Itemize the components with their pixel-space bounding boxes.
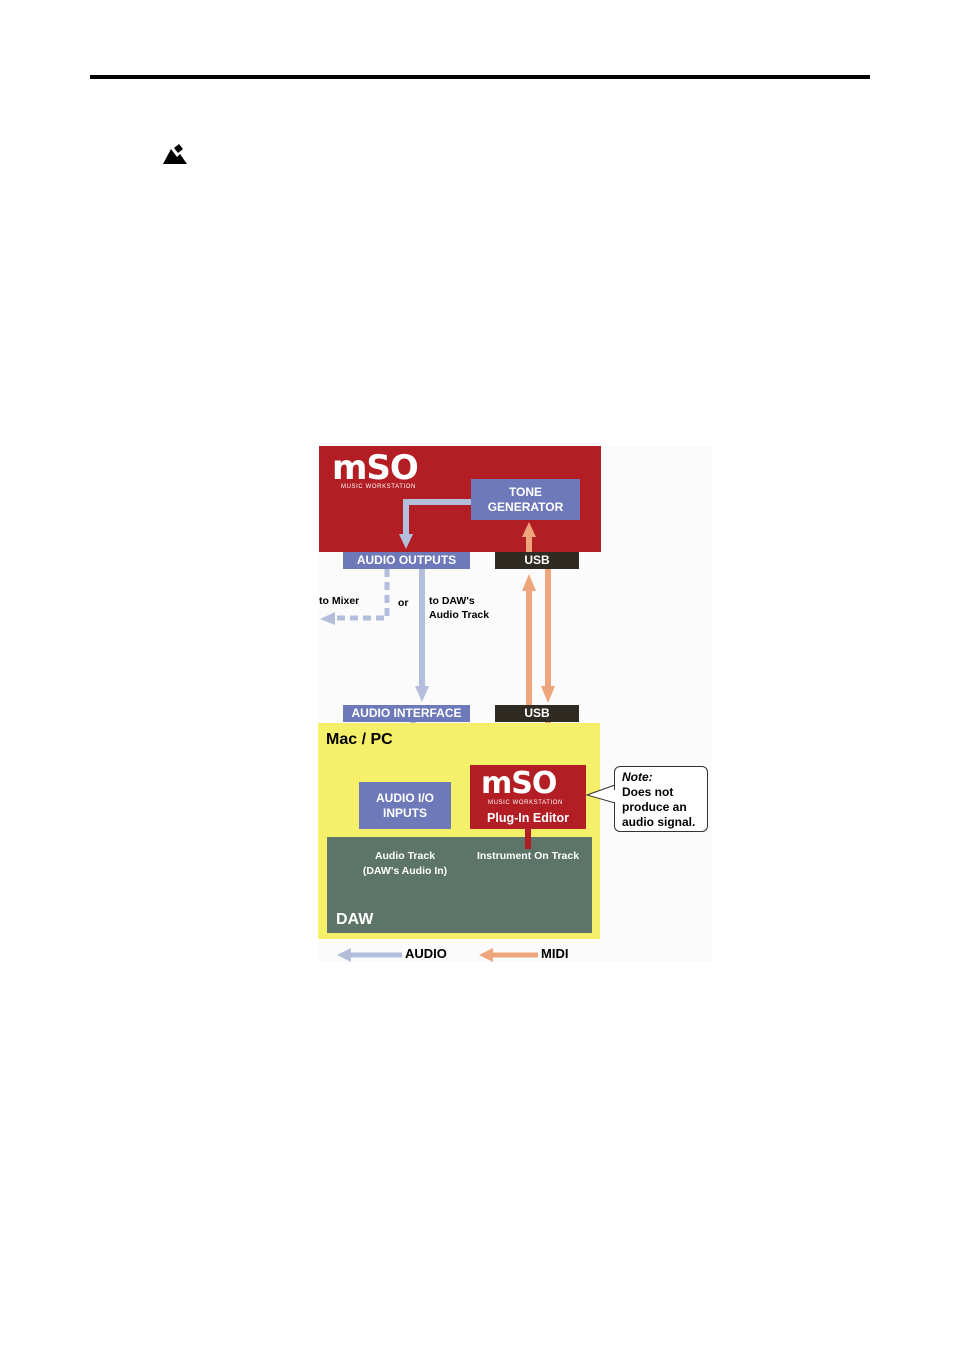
daw-label: DAW xyxy=(336,911,373,929)
plugin-mso-logo: mSO xyxy=(481,768,556,800)
audio-interface-label: AUDIO INTERFACE xyxy=(343,705,470,722)
tone-to-audio-out-arrow xyxy=(406,502,471,537)
legend-midi-arrow xyxy=(478,946,540,964)
legend-audio-label: AUDIO xyxy=(405,946,447,961)
audio-io-inputs-label: AUDIO I/O INPUTS xyxy=(359,782,451,829)
usb-bottom-label: USB xyxy=(495,705,579,722)
audio-track-label: Audio Track (DAW's Audio In) xyxy=(345,849,465,879)
to-mixer-label: to Mixer xyxy=(319,594,359,608)
note-callout: Note: Does not produce an audio signal. xyxy=(614,766,708,832)
tone-to-audio-out-arrowhead xyxy=(399,534,413,549)
plugin-to-instrument-line xyxy=(520,829,536,849)
audio-out-to-interface-arrowhead xyxy=(415,686,429,702)
plugin-logo-subtitle: MUSIC WORKSTATION xyxy=(488,800,563,806)
mac-pc-label: Mac / PC xyxy=(326,731,393,749)
callout-joint xyxy=(613,790,616,802)
instrument-on-track-label: Instrument On Track xyxy=(468,849,588,864)
midi-down-arrowhead xyxy=(541,686,555,703)
legend-audio-arrow xyxy=(336,946,402,964)
note-title: Note: xyxy=(622,770,700,785)
usb-top-label: USB xyxy=(495,552,579,569)
midi-up-arrowhead xyxy=(522,574,536,591)
legend-midi-label: MIDI xyxy=(541,946,568,961)
audio-outputs-label: AUDIO OUTPUTS xyxy=(343,552,470,569)
plugin-editor-label: Plug-In Editor xyxy=(470,811,586,825)
to-daw-audio-track-label: to DAW's Audio Track xyxy=(429,594,489,622)
or-label: or xyxy=(398,596,409,610)
usb-to-tone-arrowhead xyxy=(522,522,536,537)
to-mixer-arrowhead xyxy=(320,612,335,625)
note-body: Does not produce an audio signal. xyxy=(622,785,700,830)
